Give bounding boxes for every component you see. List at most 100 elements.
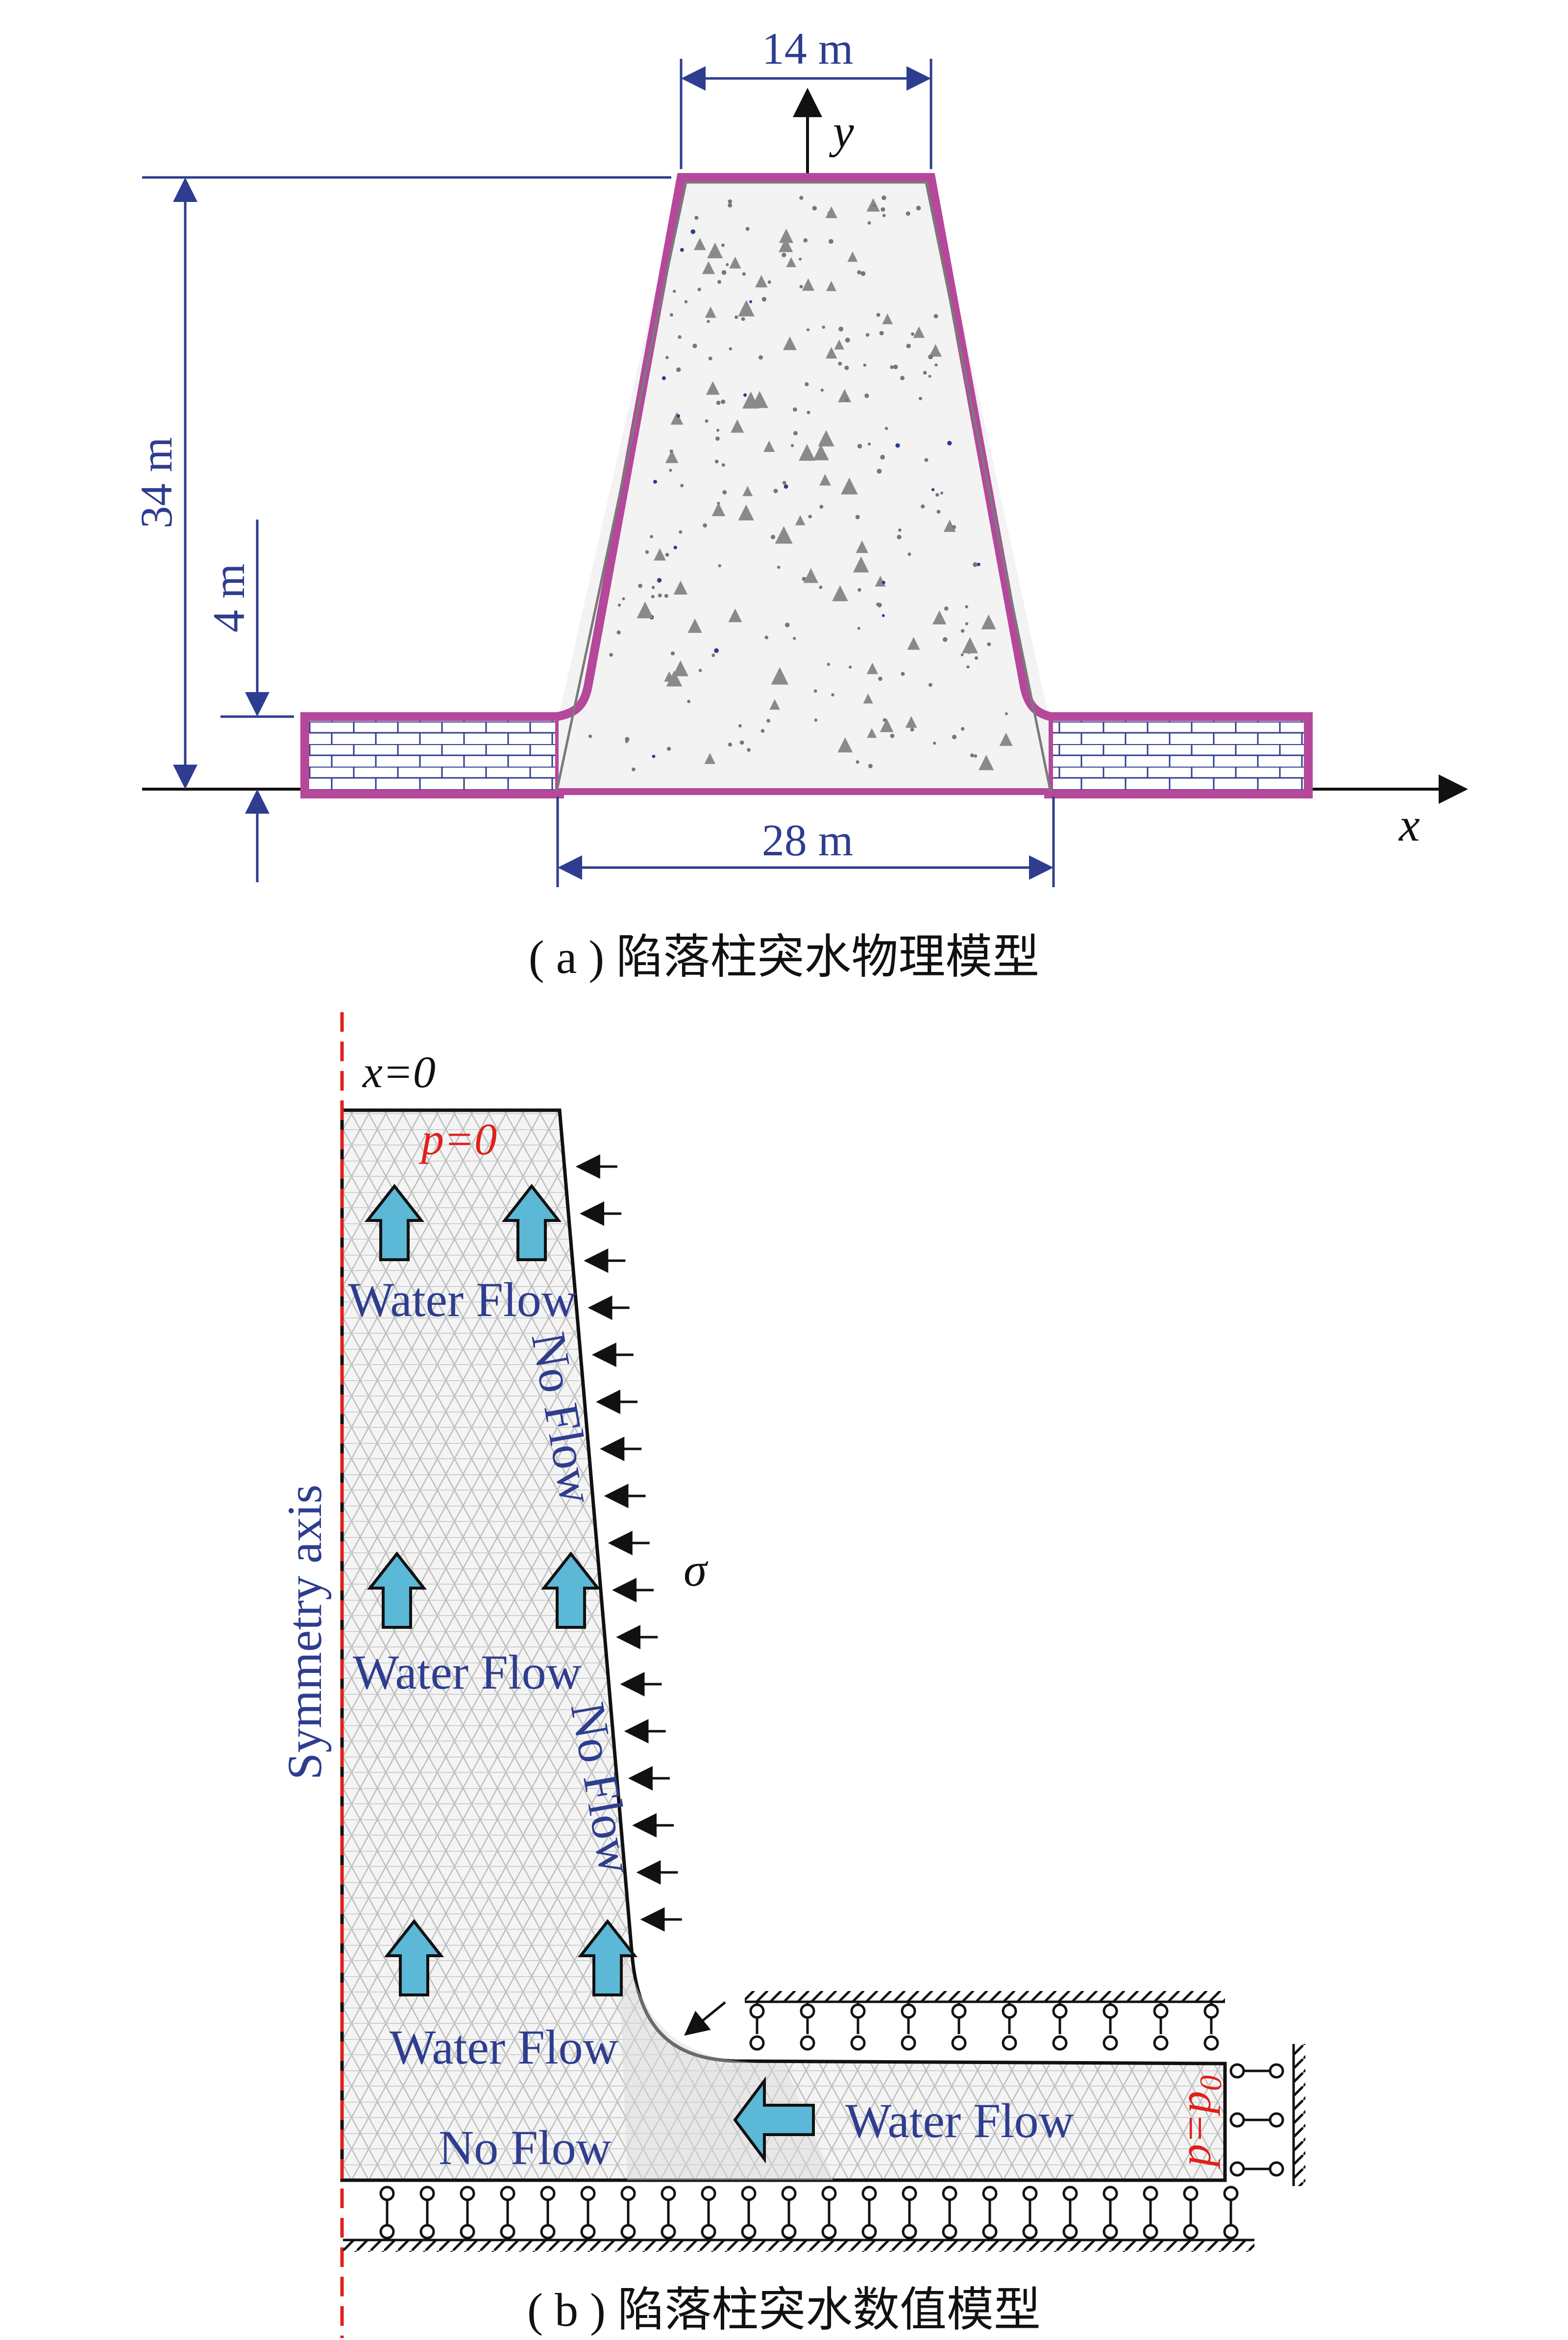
aggregate-dot (665, 356, 669, 359)
roller (460, 2224, 475, 2240)
aggregate-triangle (981, 614, 996, 629)
roller (1052, 2035, 1068, 2051)
aggregate-triangle (825, 347, 837, 359)
aggregate-dot (867, 221, 871, 225)
dim-layer-label: 4 m (204, 564, 254, 633)
roller (1102, 2186, 1118, 2201)
aggregate-dot (759, 355, 763, 360)
roller (1062, 2186, 1078, 2201)
caption-a: ( a ) 陷落柱突水物理模型 (529, 931, 1040, 983)
aggregate-triangle (866, 662, 879, 674)
roller (902, 2186, 917, 2201)
roller (942, 2186, 957, 2201)
aggregate-dot (716, 400, 721, 405)
aggregate-dot (947, 441, 952, 446)
aggregate-triangle (863, 694, 873, 704)
bottom-hatch (343, 2240, 1254, 2252)
aggregate-dot (901, 672, 905, 676)
aggregate-dot (664, 594, 668, 598)
aggregate-dot (708, 356, 712, 361)
aggregate-dot (882, 214, 886, 218)
water-flow-label-2: Water Flow (353, 1645, 582, 1699)
aggregate-dot (777, 565, 781, 569)
aggregate-dot (928, 374, 931, 378)
aggregate-dot (906, 211, 910, 216)
aggregate-dot (880, 454, 885, 460)
aggregate-triangle (795, 515, 806, 525)
aggregate-dot (895, 443, 900, 448)
aggregate-triangle (729, 256, 741, 269)
water-flow-label-4: Water Flow (845, 2093, 1074, 2148)
roller (419, 2186, 435, 2201)
aggregate-dot (857, 626, 860, 630)
roller (701, 2224, 716, 2240)
aggregate-dot (858, 588, 861, 592)
roller (1153, 2035, 1169, 2051)
roller (1269, 2112, 1284, 2128)
roller (661, 2224, 676, 2240)
aggregate-dot (697, 287, 701, 292)
roller (741, 2186, 757, 2201)
roller (1052, 2003, 1068, 2019)
top-roller-supports (745, 1991, 1225, 2051)
aggregate-triangle (847, 251, 858, 262)
aggregate-dot (632, 767, 636, 772)
aggregate-dot (819, 504, 824, 509)
aggregate-dot (767, 280, 771, 284)
aggregate-dot (808, 515, 812, 519)
aggregate-dot (669, 469, 672, 472)
aggregate-dot (770, 534, 776, 540)
aggregate-dot (716, 428, 720, 432)
aggregate-dot (831, 693, 834, 697)
aggregate-dot (857, 444, 862, 449)
up-flow-arrow (367, 1551, 427, 1629)
aggregate-triangle (837, 737, 853, 753)
aggregate-triangle (802, 278, 815, 291)
collapse-column-inner-line (555, 181, 1052, 792)
aggregate-dot (876, 313, 881, 317)
aggregate-dot (856, 760, 859, 764)
roller (1102, 2035, 1118, 2051)
roller (901, 2035, 916, 2051)
aggregate-dot (687, 699, 691, 703)
aggregate-dot (932, 742, 936, 745)
aggregate-dot (878, 676, 882, 681)
roller (1102, 2224, 1118, 2240)
water-flow-label-3: Water Flow (390, 2020, 618, 2074)
roller (1143, 2224, 1158, 2240)
up-flow-arrow (540, 1551, 601, 1629)
roller (1223, 2224, 1239, 2240)
roller (620, 2224, 636, 2240)
aggregate-dot (884, 426, 888, 430)
aggregate-dot (952, 734, 957, 740)
model-domain (340, 1108, 1227, 2182)
aggregate-triangle (867, 728, 877, 738)
aggregate-triangle (728, 608, 742, 622)
aggregate-dot (653, 479, 658, 484)
aggregate-dot (588, 734, 592, 738)
aggregate-dot (793, 431, 798, 436)
aggregate-dot (684, 300, 688, 303)
aggregate-dot (676, 367, 681, 372)
aggregate-triangle (913, 326, 925, 338)
aggregate-dot (625, 737, 630, 742)
aggregate-dot (1004, 712, 1008, 716)
roller (800, 2003, 815, 2019)
aggregate-dot (813, 689, 817, 693)
aggregate-dot (714, 459, 719, 464)
aggregate-dot (657, 578, 662, 583)
aggregate-triangle (929, 344, 942, 357)
aggregate-dot (807, 328, 810, 331)
aggregate-dot (916, 205, 921, 211)
aggregate-dot (760, 729, 765, 733)
collapse-column-body (559, 177, 1049, 794)
roller (1143, 2186, 1158, 2201)
aggregate-dot (792, 637, 796, 640)
aggregate-dot (864, 393, 869, 398)
aggregate-triangle (853, 556, 869, 573)
aggregate-triangle (962, 637, 978, 653)
aggregate-dot (670, 651, 675, 656)
aggregate-dot (609, 653, 613, 657)
aggregate-dot (799, 196, 804, 200)
aggregate-triangle (832, 585, 848, 601)
